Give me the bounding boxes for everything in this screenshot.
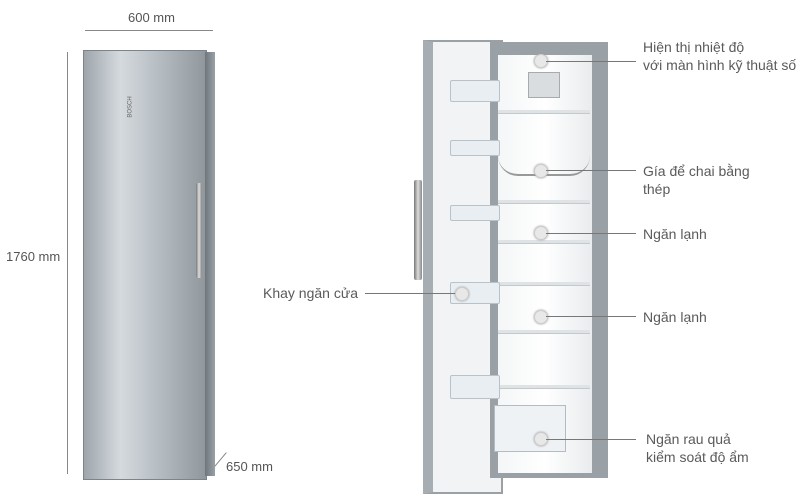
callout-dot (534, 164, 548, 178)
callout-cool-1: Ngăn lạnh (643, 226, 707, 242)
callout-line (365, 293, 455, 294)
callout-door-tray: Khay ngăn cửa (263, 285, 358, 301)
callout-display: Hiện thị nhiệt độ với màn hình kỹ thuật s… (643, 38, 796, 74)
fridge-interior (498, 55, 592, 473)
door-shelf (450, 80, 500, 102)
crisper-drawer[interactable] (494, 405, 566, 452)
brand-logo: BOSCH (127, 96, 134, 118)
callout-text: Ngăn rau quả (646, 431, 731, 447)
callout-dot (534, 310, 548, 324)
door-shelf (450, 205, 500, 221)
shelf (498, 240, 590, 244)
shelf (498, 110, 590, 114)
open-door[interactable] (423, 40, 503, 494)
callout-line (546, 170, 636, 171)
closed-fridge-side (205, 52, 215, 476)
callout-bottle-rack: Gía để chai bằng thép (643, 162, 750, 198)
callout-crisper: Ngăn rau quả kiểm soát độ ẩm (646, 430, 749, 466)
width-arrow (85, 30, 213, 31)
display-panel (528, 72, 560, 98)
callout-text: Hiện thị nhiệt độ (643, 39, 745, 55)
callout-line (546, 439, 636, 440)
depth-label: 650 mm (226, 459, 273, 474)
height-label: 1760 mm (6, 249, 61, 264)
shelf (498, 282, 590, 286)
height-arrow (67, 52, 68, 474)
door-handle[interactable] (196, 183, 202, 278)
closed-fridge (83, 50, 207, 480)
callout-line (546, 61, 636, 62)
callout-line (546, 316, 636, 317)
callout-dot (455, 287, 469, 301)
door-shelf (450, 140, 500, 156)
width-label: 600 mm (128, 10, 175, 25)
callout-cool-2: Ngăn lạnh (643, 309, 707, 325)
callout-text: kiểm soát độ ẩm (646, 449, 749, 465)
door-shelf (450, 375, 500, 399)
callout-text: Gía để chai bằng (643, 163, 750, 179)
callout-text: thép (643, 181, 671, 197)
shelf (498, 200, 590, 204)
open-door-handle[interactable] (414, 180, 422, 280)
callout-text: với màn hình kỹ thuật số (643, 57, 797, 73)
callout-line (546, 233, 636, 234)
shelf (498, 330, 590, 334)
shelf (498, 385, 590, 389)
